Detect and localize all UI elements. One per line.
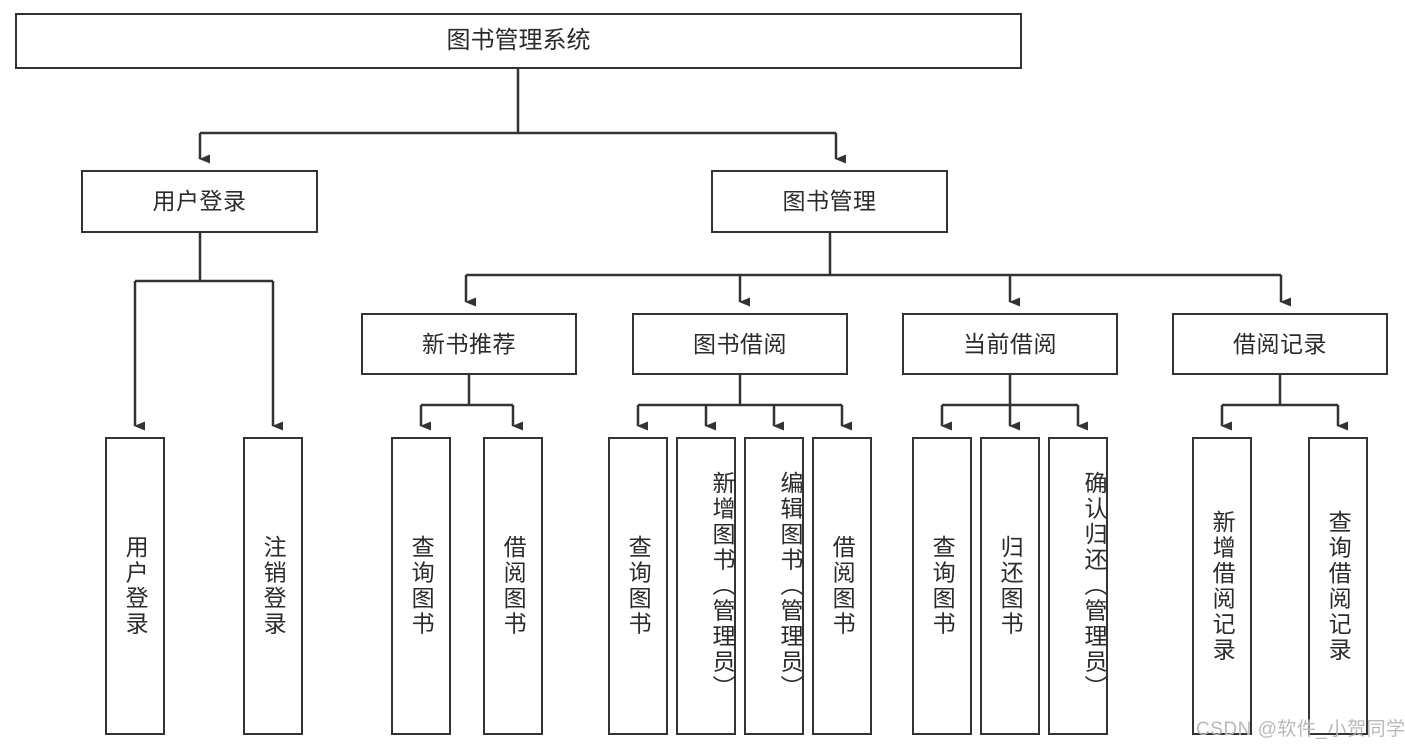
leaf-borrow-edit-book-admin[interactable]: 编辑图书（管理员）: [744, 437, 804, 735]
node-new-book-recommend[interactable]: 新书推荐: [361, 313, 577, 375]
leaf-user-login-login[interactable]: 用户登录: [105, 437, 165, 735]
leaf-record-add-record[interactable]: 新增借阅记录: [1192, 437, 1252, 735]
node-user-login[interactable]: 用户登录: [81, 170, 318, 233]
node-borrow-record[interactable]: 借阅记录: [1172, 313, 1388, 375]
leaf-recommend-borrow-book[interactable]: 借阅图书: [483, 437, 543, 735]
leaf-user-login-logout[interactable]: 注销登录: [243, 437, 303, 735]
leaf-recommend-query-book[interactable]: 查询图书: [391, 437, 451, 735]
leaf-borrow-query-book[interactable]: 查询图书: [608, 437, 668, 735]
leaf-borrow-borrow-book[interactable]: 借阅图书: [812, 437, 872, 735]
node-current-borrow[interactable]: 当前借阅: [902, 313, 1118, 375]
node-root[interactable]: 图书管理系统: [15, 13, 1022, 69]
leaf-current-confirm-return-admin[interactable]: 确认归还（管理员）: [1048, 437, 1108, 735]
node-book-borrow[interactable]: 图书借阅: [632, 313, 848, 375]
watermark: CSDN @软件_小贺同学: [1196, 719, 1405, 740]
leaf-record-query-record[interactable]: 查询借阅记录: [1308, 437, 1368, 735]
node-book-management[interactable]: 图书管理: [711, 170, 948, 233]
leaf-current-return-book[interactable]: 归还图书: [980, 437, 1040, 735]
leaf-current-query-book[interactable]: 查询图书: [912, 437, 972, 735]
leaf-borrow-add-book-admin[interactable]: 新增图书（管理员）: [676, 437, 736, 735]
